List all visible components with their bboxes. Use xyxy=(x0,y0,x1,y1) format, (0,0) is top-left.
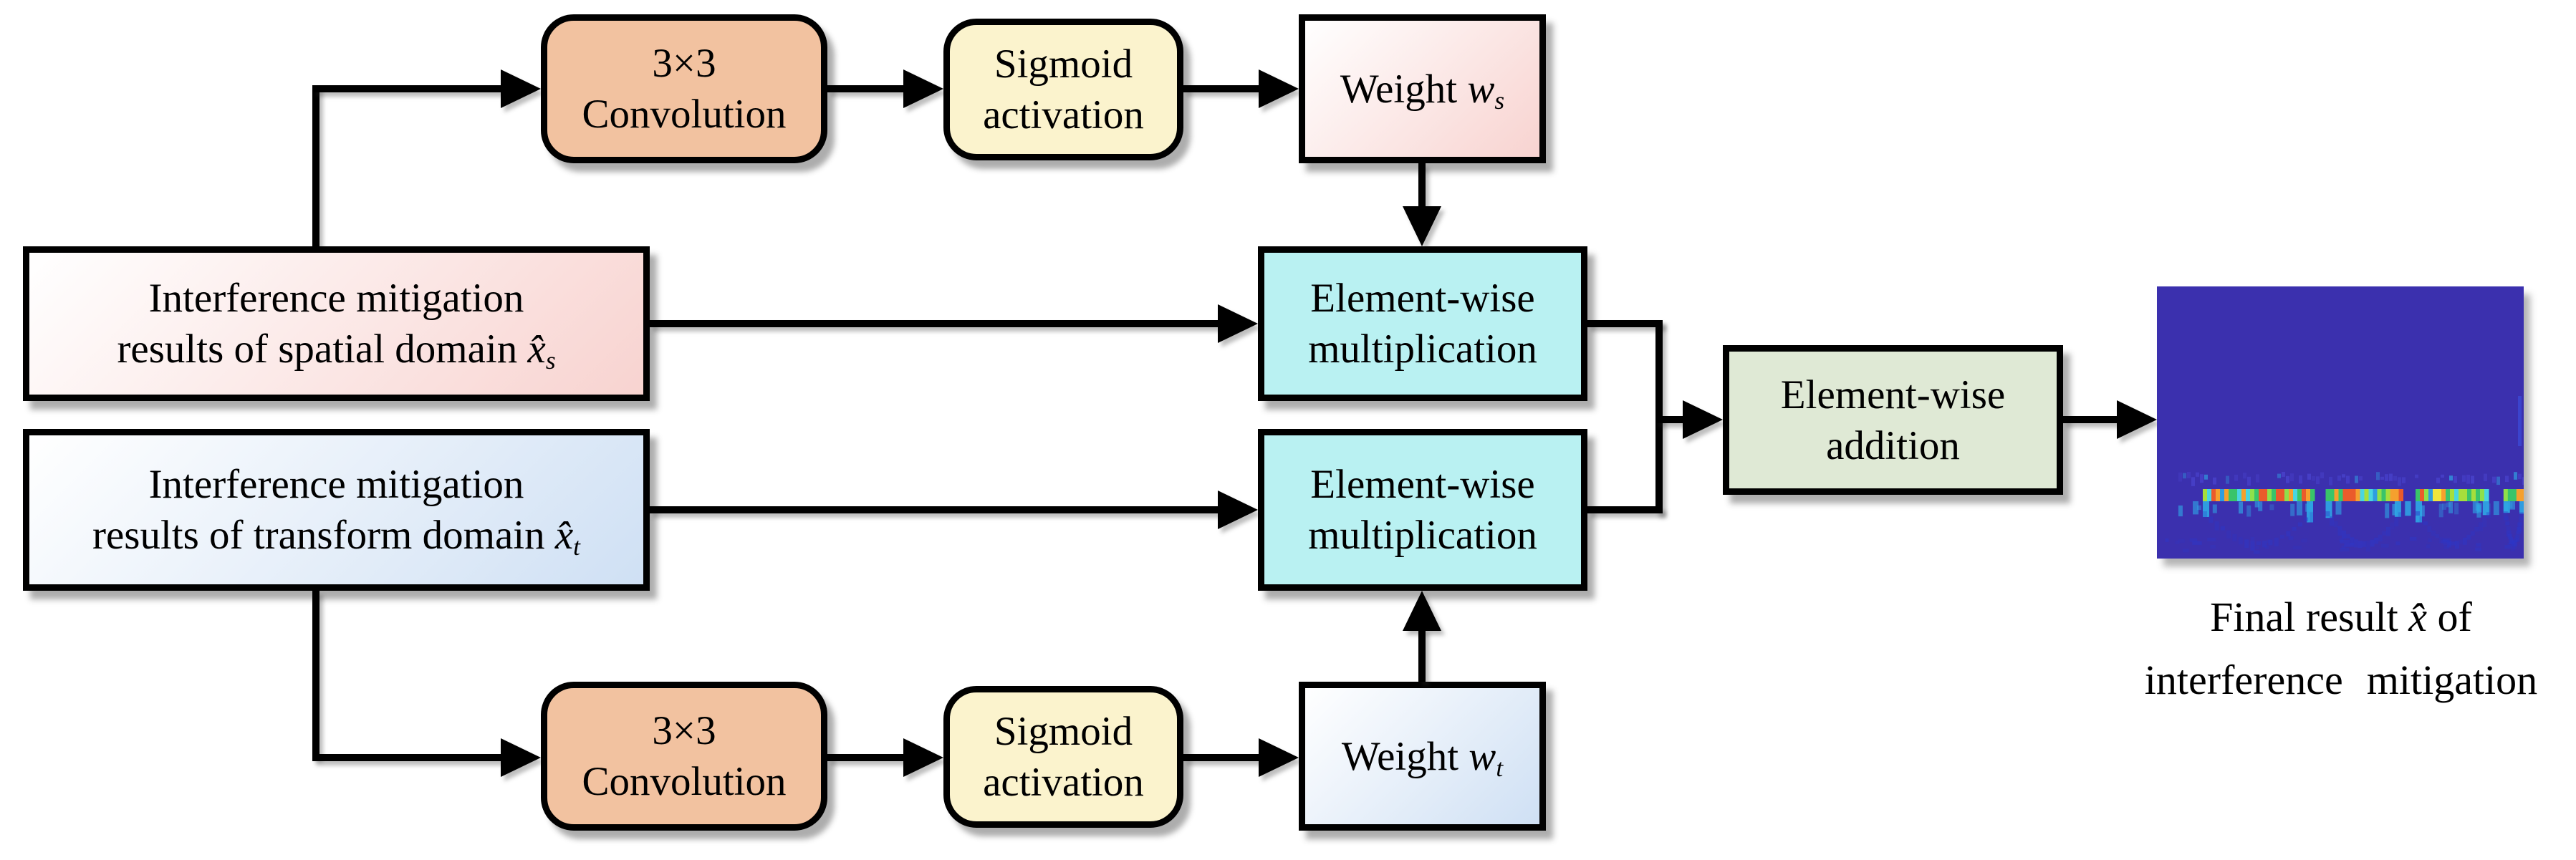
mult-top-line1: Element-wise xyxy=(1310,276,1535,321)
sigmoid-top-box: Sigmoid activation xyxy=(943,19,1183,160)
edge-transform-branch-horizontal xyxy=(312,754,501,761)
weight-wt-label: Weight wt xyxy=(1341,733,1504,782)
conv3x3-top-line1: 3×3 xyxy=(652,41,716,86)
edge-transform-branch-vertical xyxy=(312,591,319,758)
edge-conv-bottom-to-sigmoid-bottom xyxy=(827,754,908,761)
sigmoid-top-line2: activation xyxy=(983,92,1144,137)
addition-line2: addition xyxy=(1826,422,1960,468)
sigmoid-bottom-line1: Sigmoid xyxy=(994,709,1133,754)
conv3x3-bottom-box: 3×3 Convolution xyxy=(541,682,827,831)
input-transform-box: Interference mitigation results of trans… xyxy=(23,429,650,591)
edge-conv-top-to-sigmoid-top xyxy=(827,85,908,92)
weight-ws-label: Weight ws xyxy=(1340,66,1505,115)
arrow-into-conv-top-icon xyxy=(501,69,541,108)
arrow-into-sigmoid-bottom-icon xyxy=(903,738,943,777)
edge-addition-to-output xyxy=(2063,416,2120,423)
edge-spatial-branch-horizontal xyxy=(312,85,501,92)
edge-mult-top-out xyxy=(1587,320,1663,327)
input-spatial-line1: Interference mitigation xyxy=(148,276,524,321)
input-spatial-line2: results of spatial domain x̂s xyxy=(117,327,556,375)
conv3x3-bottom-line2: Convolution xyxy=(582,759,787,804)
sigmoid-bottom-line2: activation xyxy=(983,760,1144,805)
output-caption-line1: Final result x̂ of xyxy=(2210,594,2472,640)
edge-spatial-branch-vertical xyxy=(312,85,319,246)
edge-sigmoid-bottom-to-weight-t xyxy=(1183,754,1261,761)
input-transform-line2: results of transform domain x̂t xyxy=(92,513,580,561)
arrow-into-mult-top-icon xyxy=(1403,206,1441,246)
output-caption: Final result x̂ of interference mitigati… xyxy=(2112,586,2570,712)
addition-line1: Element-wise xyxy=(1780,372,2006,417)
edge-weight-s-to-mult-top xyxy=(1418,163,1426,208)
conv3x3-top-line2: Convolution xyxy=(582,92,787,137)
sigmoid-top-line1: Sigmoid xyxy=(994,42,1133,87)
conv3x3-bottom-line1: 3×3 xyxy=(652,708,716,753)
weight-ws-box: Weight ws xyxy=(1299,14,1546,163)
addition-box: Element-wise addition xyxy=(1723,345,2063,495)
arrow-into-addition-icon xyxy=(1683,400,1723,439)
arrow-into-weight-s-icon xyxy=(1259,69,1299,108)
arrow-into-conv-bottom-icon xyxy=(501,738,541,777)
mult-bottom-line2: multiplication xyxy=(1308,513,1537,558)
input-transform-line1: Interference mitigation xyxy=(148,462,524,507)
arrow-into-output-icon xyxy=(2117,400,2157,439)
weight-wt-box: Weight wt xyxy=(1299,682,1546,831)
arrow-spatial-into-mult-top-icon xyxy=(1218,304,1258,343)
mult-bottom-box: Element-wise multiplication xyxy=(1258,429,1587,591)
arrow-into-sigmoid-top-icon xyxy=(903,69,943,108)
edge-spatial-to-mult-top xyxy=(650,320,1221,327)
output-spectrogram-image xyxy=(2157,286,2524,559)
edge-weight-t-to-mult-bottom xyxy=(1418,628,1426,682)
arrow-into-weight-t-icon xyxy=(1259,738,1299,777)
arrow-transform-into-mult-bottom-icon xyxy=(1218,491,1258,529)
mult-bottom-line1: Element-wise xyxy=(1310,462,1535,507)
conv3x3-top-box: 3×3 Convolution xyxy=(541,14,827,163)
input-spatial-box: Interference mitigation results of spati… xyxy=(23,246,650,401)
edge-transform-to-mult-bottom xyxy=(650,506,1221,513)
mult-top-line2: multiplication xyxy=(1308,327,1537,372)
edge-sigmoid-top-to-weight-s xyxy=(1183,85,1261,92)
arrow-into-mult-bottom-icon xyxy=(1403,591,1441,631)
sigmoid-bottom-box: Sigmoid activation xyxy=(943,686,1183,828)
edge-mult-bottom-out xyxy=(1587,506,1663,513)
output-caption-line2: interference mitigation xyxy=(2144,657,2538,703)
mult-top-box: Element-wise multiplication xyxy=(1258,246,1587,401)
edge-merge-to-addition xyxy=(1655,416,1687,423)
